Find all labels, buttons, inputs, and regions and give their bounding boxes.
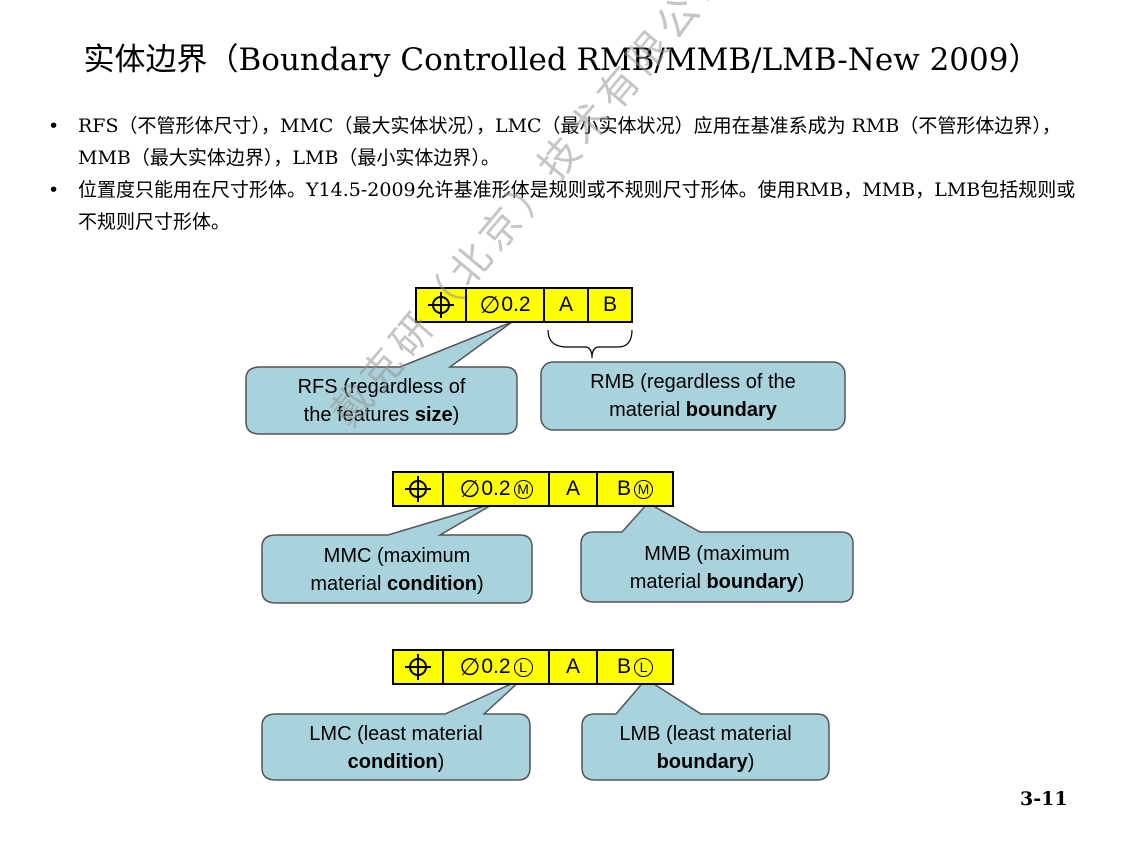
callout-line: RMB (regardless of the	[590, 371, 796, 393]
mmc-modifier-symbol: M	[513, 479, 533, 499]
rfs-callout-bubble	[245, 321, 518, 435]
callout-line: LMB (least material	[619, 722, 792, 745]
datum-b: B	[616, 655, 631, 678]
diameter-symbol: ∅	[459, 475, 481, 503]
feature-control-frame-rfs: ∅0.2 A B	[415, 287, 633, 323]
callout-line: material boundary	[609, 399, 777, 421]
datum-a: A	[565, 655, 580, 678]
lmb-modifier-symbol: L	[634, 657, 653, 677]
datum-a: A	[558, 293, 573, 316]
mmc-callout-text: MMC (maximum material condition)	[262, 536, 532, 603]
position-symbol-cell	[417, 289, 467, 321]
callout-line: MMB (maximum	[644, 542, 790, 565]
mmb-modifier-symbol: M	[634, 479, 653, 499]
position-icon	[405, 476, 431, 502]
lmb-callout-text: LMB (least material boundary)	[582, 715, 829, 780]
datum-a-cell: A	[550, 651, 598, 683]
rfs-callout-text: RFS (regardless of the features size)	[246, 368, 517, 434]
position-symbol-cell	[394, 651, 444, 683]
bullet-symbol: •	[48, 179, 60, 201]
bullet-text: RFS（不管形体尺寸），MMC（最大实体状况），LMC（最小实体状况）应用在基准…	[78, 115, 1061, 169]
callout-line: the features size)	[303, 404, 460, 426]
bullet-text: 位置度只能用在尺寸形体。Y14.5-2009允许基准形体是规则或不规则尺寸形体。…	[78, 179, 1076, 233]
mmb-callout-text: MMB (maximum material boundary)	[581, 533, 853, 602]
position-icon	[405, 654, 431, 680]
lmc-callout-text: LMC (least material condition)	[262, 715, 530, 780]
callout-line: material boundary)	[629, 570, 805, 593]
bullet-item: • 位置度只能用在尺寸形体。Y14.5-2009允许基准形体是规则或不规则尺寸形…	[48, 174, 1088, 238]
callout-line: condition)	[347, 750, 445, 773]
rmb-callout-bubble	[540, 361, 846, 431]
lmc-callout-bubble	[261, 678, 531, 781]
bullet-item: • RFS（不管形体尺寸），MMC（最大实体状况），LMC（最小实体状况）应用在…	[48, 110, 1088, 174]
lmb-callout-bubble	[581, 678, 830, 781]
mmb-callout-bubble	[580, 502, 854, 603]
diameter-symbol: ∅	[479, 291, 501, 319]
position-symbol-cell	[394, 473, 444, 505]
bullet-symbol: •	[48, 115, 60, 137]
datum-b: B	[616, 477, 631, 500]
tolerance-value: 0.2	[501, 293, 531, 316]
callout-line: RFS (regardless of	[297, 376, 466, 398]
position-icon	[428, 292, 454, 318]
datum-brace	[547, 329, 633, 359]
datum-a-cell: A	[545, 289, 589, 321]
bullet-list: • RFS（不管形体尺寸），MMC（最大实体状况），LMC（最小实体状况）应用在…	[48, 110, 1088, 238]
page-number: 3-11	[1020, 788, 1068, 810]
callout-line: boundary)	[656, 750, 755, 773]
datum-a: A	[565, 477, 580, 500]
mmc-callout-bubble	[261, 502, 533, 604]
tolerance-value: 0.2	[481, 477, 511, 500]
datum-b-cell: B	[589, 289, 631, 321]
datum-b: B	[602, 293, 617, 316]
page-title: 实体边界（Boundary Controlled RMB/MMB/LMB-New…	[83, 42, 1040, 78]
lmc-modifier-symbol: L	[513, 657, 533, 677]
callout-line: LMC (least material	[309, 722, 483, 745]
callout-line: MMC (maximum	[323, 544, 471, 567]
tolerance-value: 0.2	[481, 655, 511, 678]
tolerance-cell: ∅0.2	[467, 289, 545, 321]
callout-line: material condition)	[310, 572, 484, 595]
rmb-callout-text: RMB (regardless of the material boundary	[541, 362, 845, 430]
datum-a-cell: A	[550, 473, 598, 505]
diameter-symbol: ∅	[459, 653, 481, 681]
